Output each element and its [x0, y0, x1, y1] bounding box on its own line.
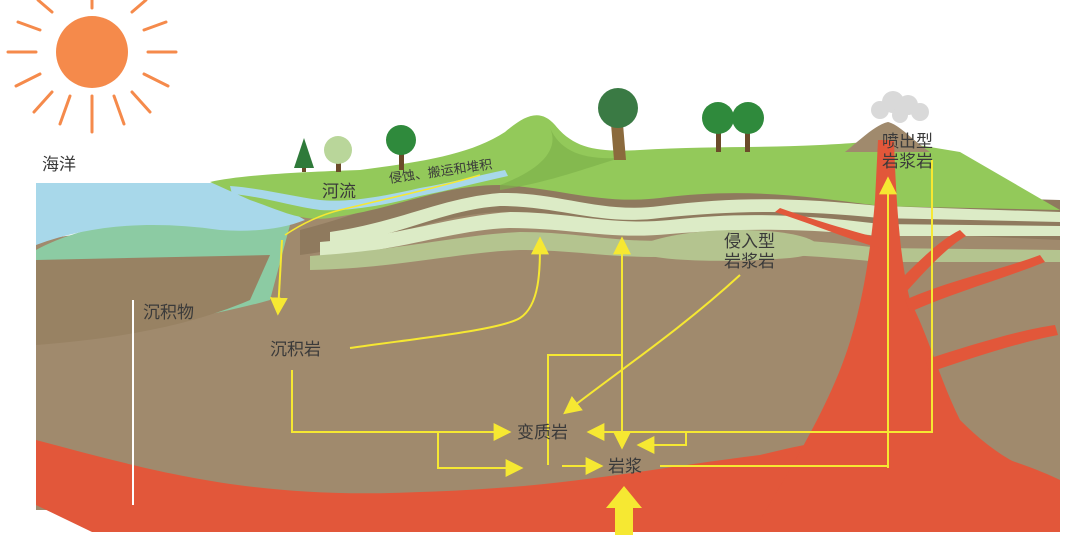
intrusive-body	[640, 229, 819, 261]
land-shade	[500, 128, 620, 190]
label-extrusive: 喷出型 岩浆岩	[882, 132, 933, 172]
cycle-arrows	[269, 160, 933, 477]
label-intrusive-line2: 岩浆岩	[724, 252, 775, 272]
label-river: 河流	[322, 182, 356, 202]
river	[230, 170, 508, 211]
label-magma: 岩浆	[608, 457, 642, 477]
tree-icon	[386, 125, 416, 170]
tree-icon	[598, 88, 638, 160]
label-metamorphic-rock: 变质岩	[517, 423, 568, 443]
label-intrusive: 侵入型 岩浆岩	[724, 232, 775, 272]
label-sediment: 沉积物	[143, 303, 194, 323]
tree-icon	[294, 138, 314, 172]
label-intrusive-line1: 侵入型	[724, 232, 775, 252]
tree-icon	[324, 136, 352, 172]
strata-light-2	[320, 212, 1060, 256]
volcano-smoke-icon	[871, 91, 929, 123]
strata-light-1	[330, 192, 1060, 244]
label-extrusive-line1: 喷出型	[882, 132, 933, 152]
label-ocean: 海洋	[42, 155, 76, 175]
volcano-cone	[845, 122, 930, 152]
ocean-water	[36, 183, 305, 245]
sediment-lower	[36, 255, 270, 345]
tree-icon	[702, 102, 734, 152]
magma-upwelling-arrow	[606, 486, 642, 535]
tree-icon	[732, 102, 764, 152]
magma-conduit	[760, 140, 1060, 520]
label-extrusive-line2: 岩浆岩	[882, 152, 933, 172]
label-sedimentary-rock: 沉积岩	[270, 340, 321, 360]
sun-icon	[6, 0, 178, 134]
